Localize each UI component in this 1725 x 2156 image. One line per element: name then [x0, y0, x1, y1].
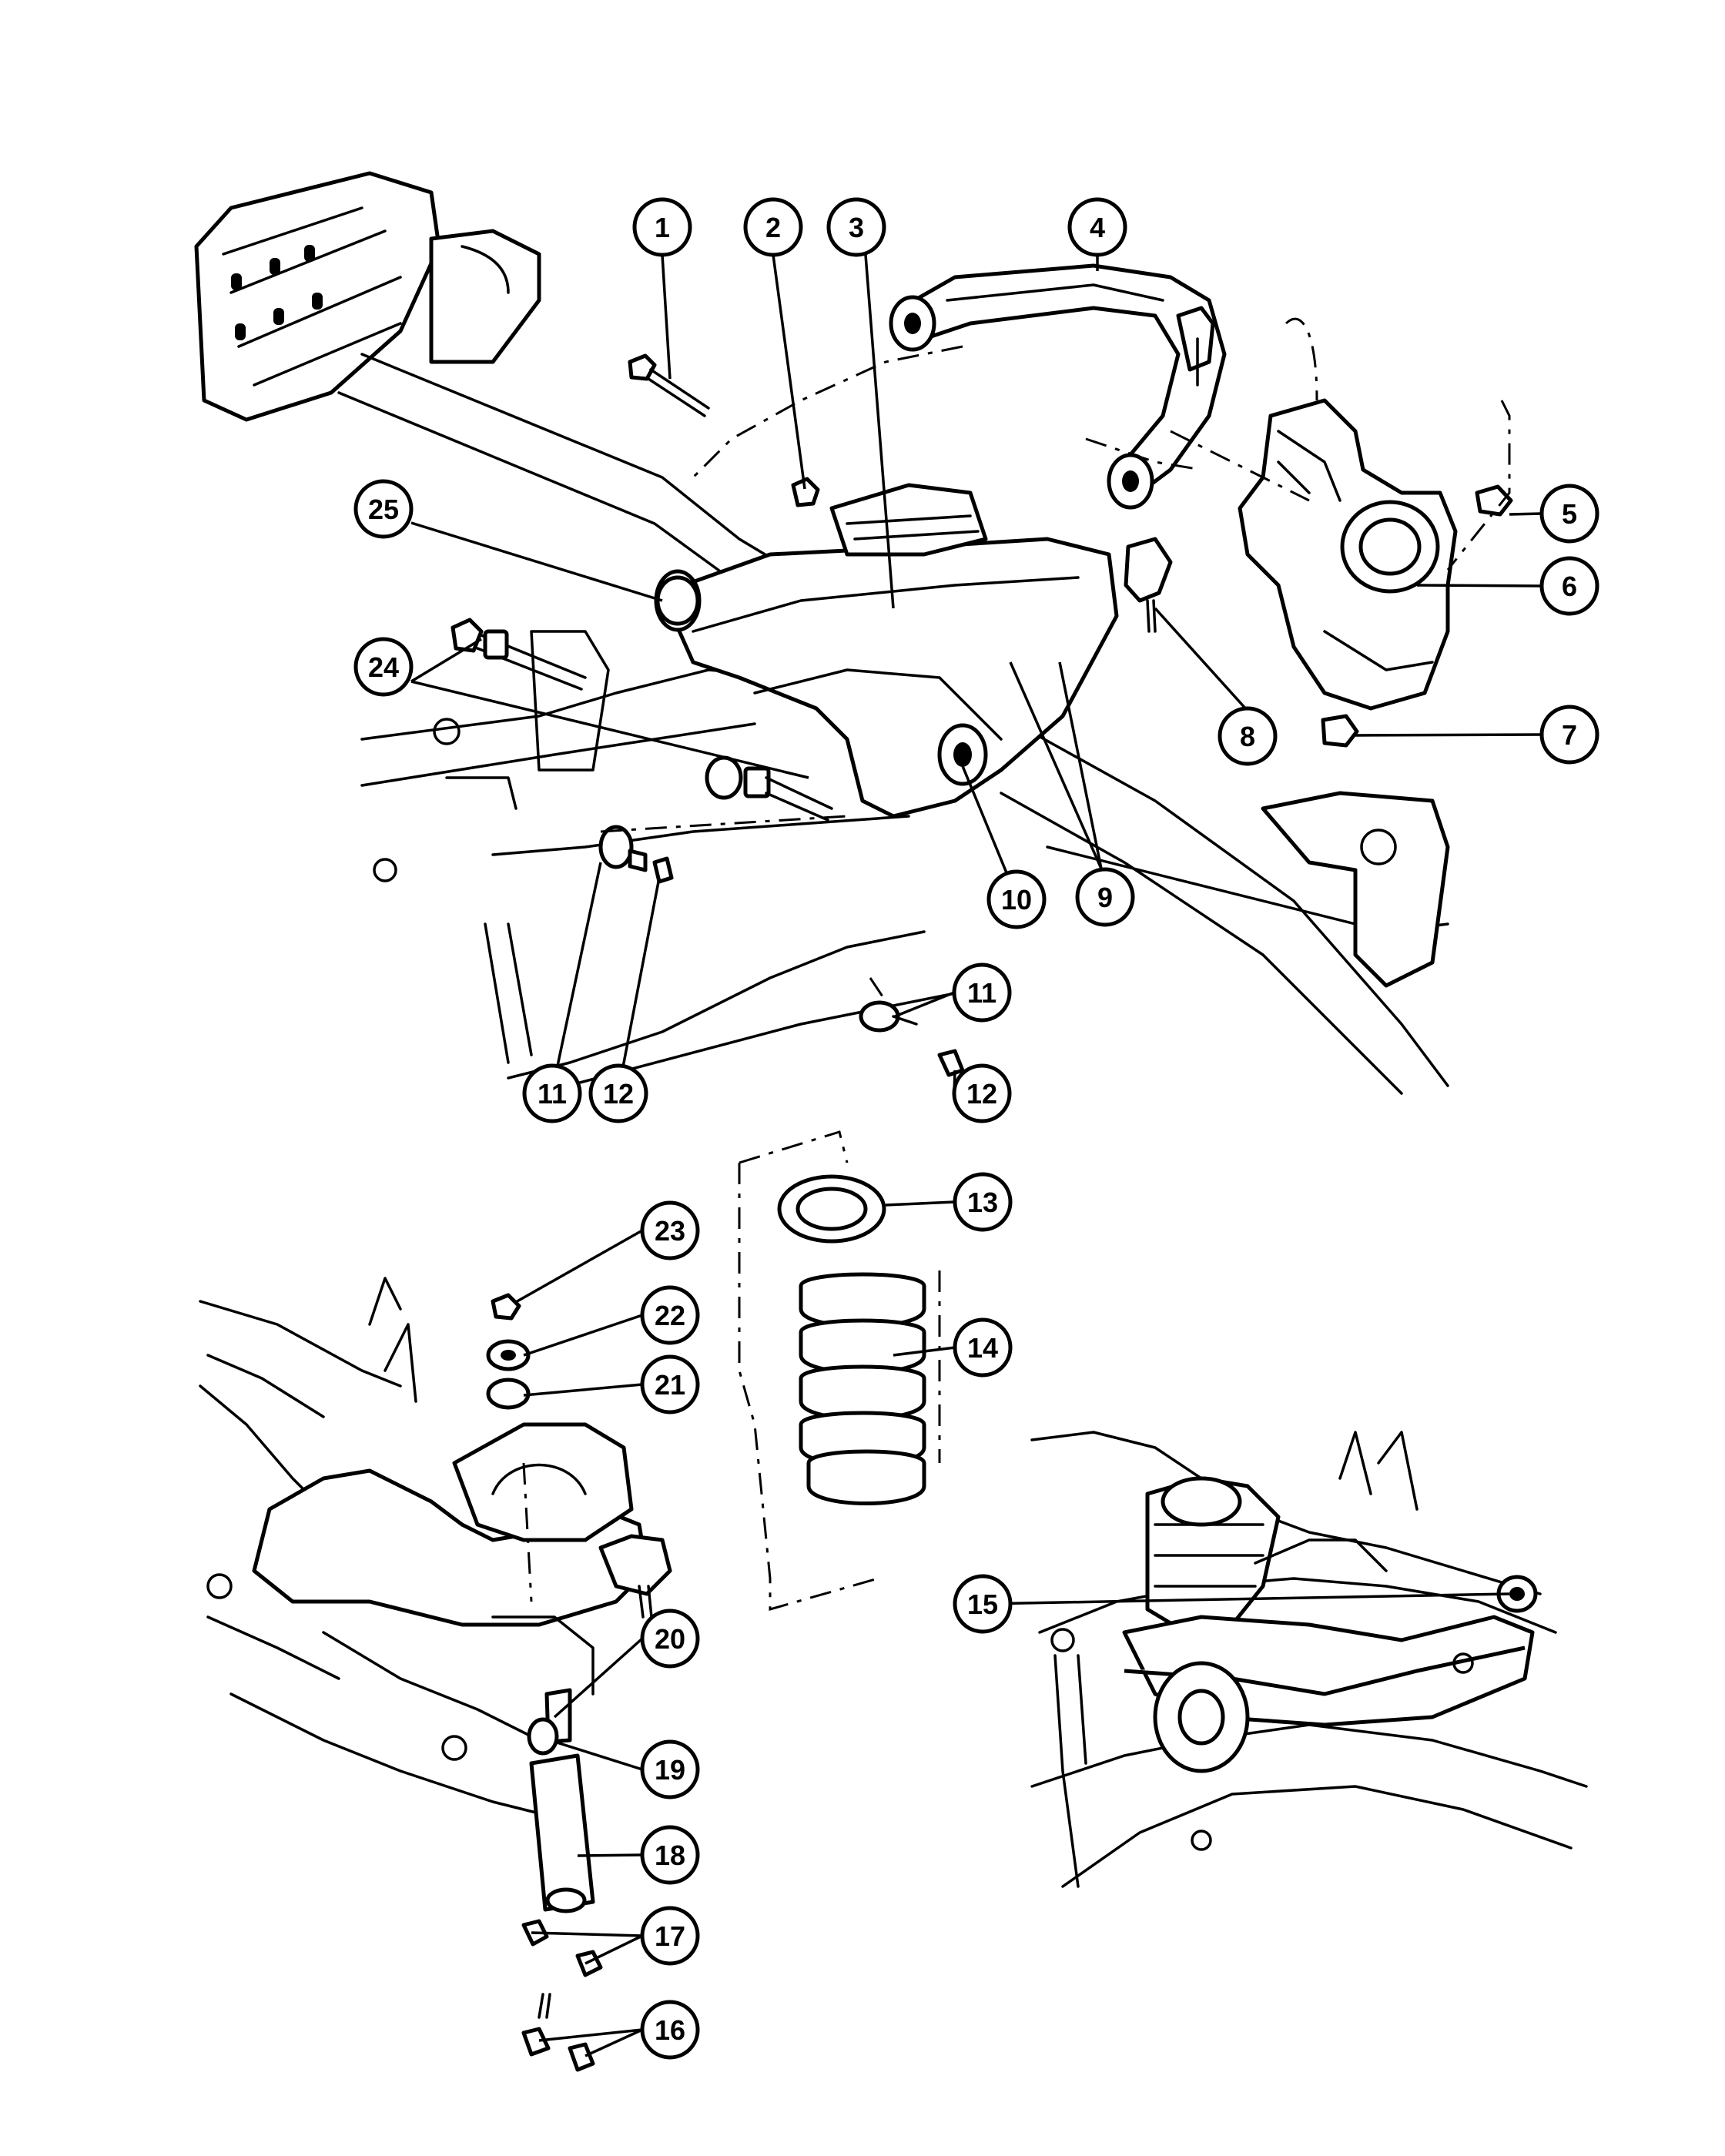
callout-13-label: 13 [967, 1187, 998, 1218]
callout-23: 23 [640, 1200, 700, 1260]
callout-1: 1 [632, 197, 692, 257]
callout-14: 14 [953, 1317, 1013, 1378]
callout-2-label: 2 [765, 212, 781, 243]
callout-5-label: 5 [1562, 498, 1577, 530]
callout-16: 16 [640, 2000, 700, 2060]
coil-spring [799, 1272, 926, 1505]
callout-3-label: 3 [849, 212, 864, 243]
leader-lines [410, 254, 1542, 2057]
callout-11-right: 11 [952, 962, 1012, 1023]
callout-4-label: 4 [1090, 212, 1105, 243]
callout-6-label: 6 [1562, 571, 1577, 602]
callout-10-label: 10 [1001, 884, 1032, 916]
callout-8: 8 [1218, 706, 1278, 766]
top-assembly [194, 171, 1513, 1095]
callout-22-label: 22 [655, 1300, 685, 1331]
spring-tower-top [829, 483, 988, 557]
frame-bracket [194, 171, 541, 422]
callout-20-label: 20 [655, 1623, 685, 1655]
callout-16-label: 16 [655, 2014, 685, 2046]
callout-15-label: 15 [967, 1589, 998, 1620]
callout-21: 21 [640, 1354, 700, 1414]
upper-control-arm [889, 263, 1227, 510]
bottom-left-assembly [199, 1130, 941, 2072]
callout-1-label: 1 [655, 212, 670, 243]
callout-11-lower-left-label: 11 [538, 1078, 567, 1110]
callout-12-lower-left: 12 [588, 1063, 648, 1123]
callout-11-lower-left: 11 [522, 1063, 582, 1123]
assembly-lines-bottom-left [522, 1130, 941, 1611]
callout-20: 20 [640, 1609, 700, 1669]
callout-11-right-label: 11 [967, 977, 996, 1009]
callout-9: 9 [1075, 867, 1135, 927]
callout-23-label: 23 [655, 1215, 685, 1247]
assembly-lines-top [600, 317, 1511, 1002]
callout-4: 4 [1067, 197, 1127, 257]
spring-isolator [777, 1174, 886, 1244]
callout-12-right: 12 [952, 1063, 1012, 1123]
callout-3: 3 [826, 197, 886, 257]
fasteners-bottom-left [486, 1293, 603, 2072]
callout-19-label: 19 [655, 1754, 685, 1786]
ball-joint [1124, 537, 1173, 633]
callout-24-label: 24 [368, 651, 399, 683]
callout-18-label: 18 [655, 1840, 685, 1871]
lower-frame-left [199, 1277, 672, 1826]
callout-5: 5 [1539, 484, 1599, 544]
callout-19: 19 [640, 1739, 700, 1799]
callout-6: 6 [1539, 556, 1599, 616]
callout-21-label: 21 [655, 1369, 685, 1401]
callout-17: 17 [640, 1906, 700, 1966]
steering-knuckle [1238, 398, 1458, 711]
callout-14-label: 14 [967, 1332, 998, 1364]
callout-25: 25 [353, 479, 414, 539]
callout-2: 2 [743, 197, 803, 257]
callout-7: 7 [1539, 705, 1599, 765]
callout-10: 10 [986, 869, 1047, 929]
callout-12-right-label: 12 [966, 1078, 997, 1110]
callout-18: 18 [640, 1825, 700, 1885]
callout-22: 22 [640, 1285, 700, 1345]
callout-12-lower-left-label: 12 [603, 1078, 634, 1110]
bottom-right-assembly [1030, 1431, 1588, 1888]
callout-24: 24 [353, 637, 414, 697]
callout-13: 13 [953, 1172, 1013, 1232]
callout-17-label: 17 [655, 1920, 685, 1952]
callout-7-label: 7 [1562, 719, 1577, 751]
callout-9-label: 9 [1097, 882, 1113, 913]
callout-15: 15 [953, 1574, 1013, 1634]
callout-25-label: 25 [368, 494, 399, 525]
shock-absorber [527, 1688, 595, 1913]
callout-8-label: 8 [1240, 721, 1255, 752]
